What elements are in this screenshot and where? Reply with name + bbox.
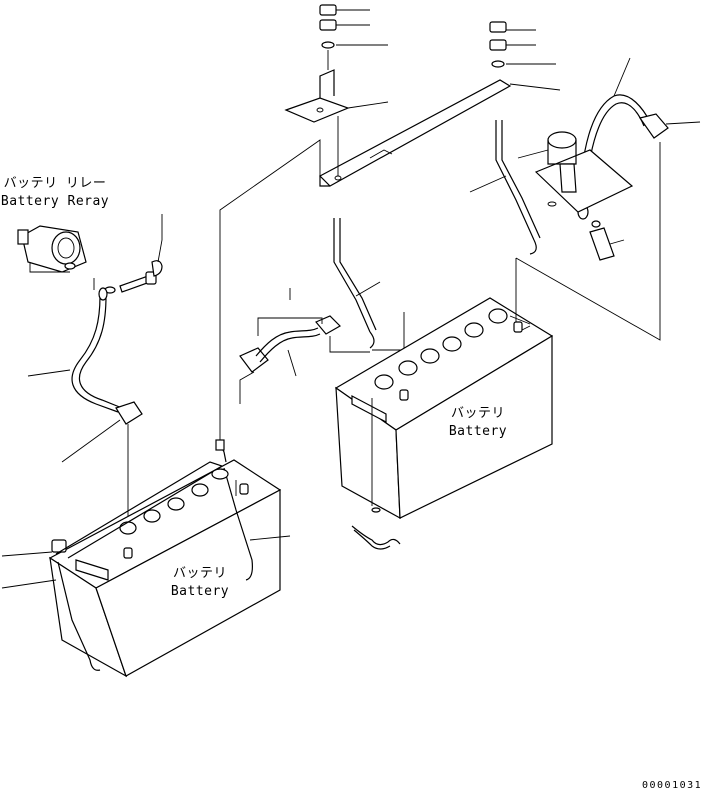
battery-right-body — [334, 297, 554, 520]
relay-label-jp: バッテリ リレー — [3, 176, 107, 191]
battery-right-label-en: Battery — [448, 424, 508, 439]
battery-right-label-jp: バッテリ — [450, 406, 505, 421]
cable-relay-to-battery — [27, 287, 143, 463]
cable-center — [239, 288, 341, 377]
bracket-small — [284, 69, 389, 123]
drawing-number: 00001031 — [642, 780, 703, 791]
switch-device — [517, 131, 634, 213]
battery-relay — [17, 225, 87, 273]
relay-bolt — [104, 214, 163, 294]
hold-down-bar — [319, 79, 561, 187]
battery-left-body — [48, 439, 282, 678]
j-bolt-middle — [333, 218, 405, 351]
hardware-stack-right — [489, 21, 556, 68]
battery-left-label-jp: バッテリ — [172, 566, 227, 581]
hardware-stack-center — [319, 4, 388, 49]
j-bolt-right — [469, 120, 541, 255]
battery-left-label-en: Battery — [170, 584, 230, 599]
relay-label-en: Battery Reray — [0, 194, 110, 209]
